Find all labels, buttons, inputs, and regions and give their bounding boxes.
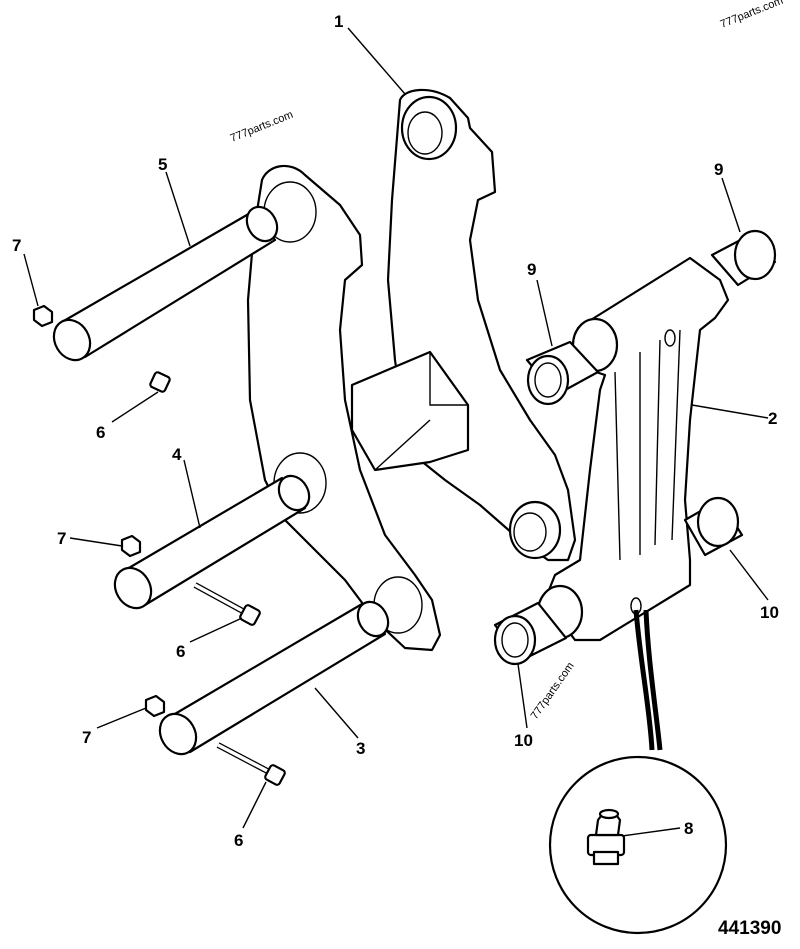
nut-part-7-upper	[32, 304, 54, 328]
callout-6-middle: 6	[176, 642, 185, 661]
watermark-top-right: 777parts.com	[719, 0, 785, 31]
bushing-part-10-right	[683, 496, 744, 557]
callout-9-right: 9	[714, 160, 723, 179]
callout-7-lower: 7	[82, 728, 91, 747]
pin-part-3	[158, 600, 390, 756]
callout-3: 3	[356, 739, 365, 758]
callout-6-lower: 6	[234, 831, 243, 850]
bolt-part-6-middle	[193, 582, 261, 626]
callout-9-left: 9	[527, 260, 536, 279]
callout-1: 1	[334, 12, 343, 31]
link-part-2	[536, 256, 730, 642]
nut-part-7-lower	[144, 694, 166, 718]
callout-5: 5	[158, 155, 167, 174]
detail-view-circle	[548, 609, 728, 935]
bushing-part-9-left	[525, 340, 600, 406]
grease-nipple-part-8	[586, 808, 626, 866]
link-part-1	[350, 88, 577, 562]
front-plate	[246, 164, 442, 652]
callout-10-left: 10	[514, 731, 533, 750]
callout-7-upper: 7	[12, 236, 21, 255]
leader-lines	[23, 27, 769, 837]
watermark-upper: 777parts.com	[229, 109, 295, 145]
callout-8: 8	[684, 819, 693, 838]
callout-7-middle: 7	[57, 529, 66, 548]
bolt-part-6-upper	[103, 353, 171, 393]
nut-part-7-middle	[120, 534, 142, 558]
bushing-part-9-right	[710, 229, 777, 287]
watermark-lower: 777parts.com	[529, 660, 577, 721]
bushing-part-10-left	[493, 601, 568, 666]
bolt-part-6-lower	[216, 742, 286, 786]
pin-part-4	[113, 474, 311, 610]
figure-number: 441390	[718, 918, 781, 939]
callout-4: 4	[172, 445, 182, 464]
callout-6-upper: 6	[96, 423, 105, 442]
callout-2: 2	[768, 409, 777, 428]
callout-10-right: 10	[760, 603, 779, 622]
pin-part-5	[52, 205, 279, 362]
